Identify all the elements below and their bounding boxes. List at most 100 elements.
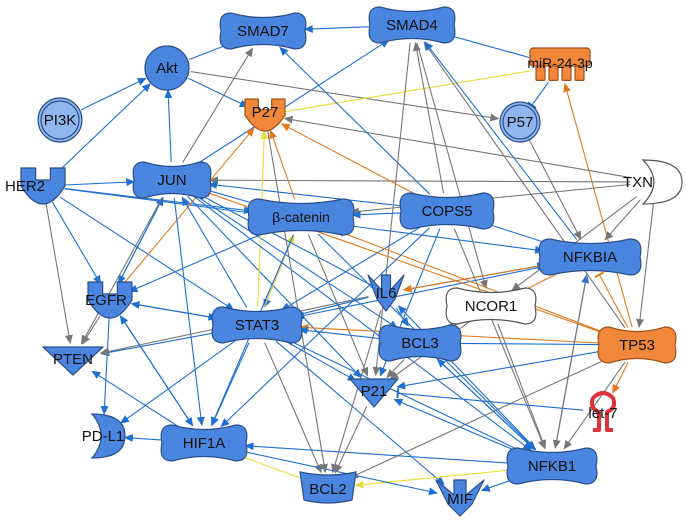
- edge-egfr-pdl1: [100, 317, 110, 415]
- edge-jun-smad7: [182, 47, 253, 163]
- edge-layer: [45, 24, 654, 496]
- node-akt[interactable]: Akt: [144, 45, 190, 91]
- edge-cops5-p27: [280, 123, 420, 197]
- edge-txn-jun: [209, 176, 631, 185]
- edge-cops5-smad7: [279, 46, 431, 195]
- node-stat3[interactable]: STAT3: [211, 306, 303, 344]
- edge-jun-smad4: [194, 39, 390, 166]
- node-pten[interactable]: PTEN: [42, 346, 104, 376]
- node-tp53[interactable]: TP53: [597, 326, 677, 364]
- edge-stat3-mif: [275, 340, 445, 486]
- edge-il6-stat3: [293, 296, 369, 318]
- receptor-icon: [87, 281, 133, 319]
- edge-smad4-ncor1: [416, 42, 488, 290]
- node-bcatenin[interactable]: β-catenin: [247, 198, 355, 236]
- edge-cops5-hif1a: [220, 227, 430, 428]
- mirna-icon: [529, 47, 591, 81]
- node-jun[interactable]: JUN: [132, 161, 212, 199]
- node-hif1a[interactable]: HIF1A: [160, 424, 248, 462]
- node-pi3k[interactable]: PI3K: [37, 97, 83, 143]
- moon-icon: [641, 159, 683, 205]
- node-cops5[interactable]: COPS5: [399, 192, 495, 230]
- edge-cops5-nfkb1: [453, 228, 546, 450]
- edge-tp53-bcl3: [458, 338, 600, 349]
- edge-cops5-nfkbia: [482, 221, 554, 247]
- dumbbell-icon: [506, 447, 598, 485]
- edge-nfkb1-bcl2: [354, 469, 510, 489]
- node-mif[interactable]: MIF: [435, 479, 485, 517]
- edge-ncor1-nfkb1: [497, 323, 547, 450]
- edge-nfkbia-stat3: [295, 265, 547, 320]
- node-label: TXN: [623, 174, 653, 191]
- node-label: NFKBIA: [563, 249, 617, 266]
- edge-jun-nfkb1: [191, 194, 532, 451]
- node-bcl3[interactable]: BCL3: [378, 324, 462, 362]
- cytokine-icon: [367, 274, 405, 312]
- node-label: JUN: [157, 172, 186, 189]
- node-label: NCOR1: [465, 298, 518, 315]
- node-label: HER2: [5, 178, 45, 195]
- edge-akt-p27: [188, 77, 249, 108]
- circle-icon: [499, 101, 541, 143]
- node-nfkbia[interactable]: NFKBIA: [538, 238, 642, 276]
- node-label: COPS5: [422, 203, 473, 220]
- node-ncor1[interactable]: NCOR1: [445, 287, 537, 325]
- edge-akt-p57: [190, 71, 500, 122]
- edge-stat3-p21: [282, 339, 357, 382]
- edge-tp53-mir243p: [563, 82, 633, 328]
- node-label: Akt: [156, 60, 179, 77]
- node-smad7[interactable]: SMAD7: [219, 12, 307, 50]
- node-label: PD-L1: [82, 428, 125, 445]
- node-pdl1[interactable]: PD-L1: [82, 413, 126, 459]
- edge-nfkb1-bcl3: [436, 358, 535, 450]
- edge-txn-nfkbia: [604, 199, 641, 241]
- edge-nfkbia-nfkb1: [552, 274, 588, 449]
- edge-mir243p-smad4: [445, 29, 533, 60]
- node-label: PTEN: [53, 351, 93, 368]
- node-label: STAT3: [235, 317, 279, 334]
- edge-bcl3-stat3: [298, 326, 382, 340]
- edge-jun-pten: [81, 197, 163, 345]
- edge-tp53-smad4: [423, 41, 626, 329]
- node-p57[interactable]: P57: [499, 101, 541, 143]
- node-mir243p[interactable]: miR-24-3p: [527, 47, 593, 81]
- hairpin-icon: [589, 391, 617, 432]
- edge-tp53-nfkbia: [594, 271, 629, 328]
- dumbbell-icon: [211, 306, 303, 344]
- node-p27[interactable]: P27: [244, 98, 286, 132]
- node-label: miR-24-3p: [527, 55, 593, 71]
- edge-nfkbia-il6: [402, 264, 546, 293]
- node-label: β-catenin: [272, 209, 330, 225]
- edge-nfkb1-hif1a: [244, 442, 509, 464]
- edge-tp53-nfkb1: [563, 361, 626, 450]
- node-label: EGFR: [85, 292, 127, 309]
- dumbbell-icon: [399, 192, 495, 230]
- node-her2[interactable]: HER2: [5, 167, 66, 205]
- dumbbell-icon: [378, 324, 462, 362]
- moon-icon: [90, 413, 126, 459]
- edge-smad4-smad7: [303, 24, 371, 33]
- dumbbell-icon: [538, 238, 642, 276]
- node-label: SMAD4: [386, 17, 438, 34]
- edge-her2-stat3: [59, 196, 235, 311]
- edge-mir243p-p57: [527, 82, 549, 109]
- edge-hif1a-pten: [91, 370, 181, 429]
- node-let7[interactable]: let-7: [588, 391, 618, 432]
- cytokine-icon: [435, 479, 485, 517]
- bowl-icon: [299, 471, 357, 504]
- node-egfr[interactable]: EGFR: [85, 281, 133, 319]
- node-label: HIF1A: [183, 435, 226, 452]
- node-smad4[interactable]: SMAD4: [368, 6, 456, 44]
- node-il6[interactable]: IL6: [367, 274, 405, 312]
- node-label: TP53: [619, 337, 655, 354]
- node-txn[interactable]: TXN: [623, 159, 683, 205]
- node-label: PI3K: [44, 112, 77, 129]
- edge-mir243p-p27: [282, 70, 532, 117]
- node-nfkb1[interactable]: NFKB1: [506, 447, 598, 485]
- node-label: IL6: [376, 285, 397, 302]
- node-bcl2[interactable]: BCL2: [299, 471, 357, 504]
- receptor-icon: [244, 98, 286, 132]
- node-p21[interactable]: P21: [349, 378, 399, 408]
